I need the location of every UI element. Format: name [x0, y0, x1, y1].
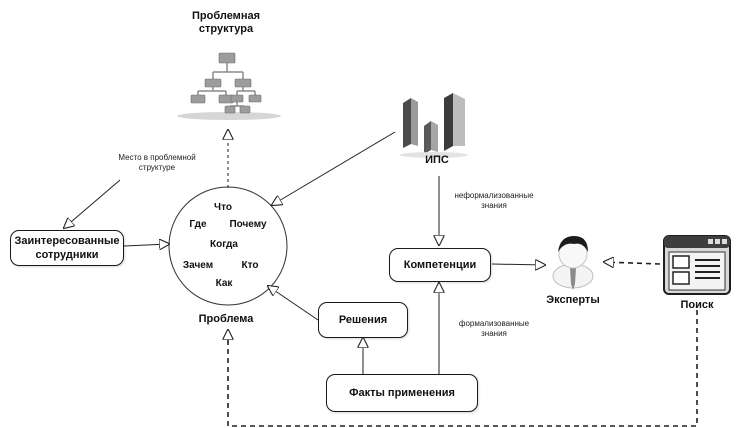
- solutions-to-circle-connector: [268, 286, 319, 321]
- question-what: Что: [214, 202, 232, 213]
- application-facts-box: Факты применения: [326, 374, 478, 412]
- informal-knowledge-label: неформализованные знания: [454, 191, 534, 210]
- question-where: Где: [189, 219, 207, 230]
- problem-structure-label: Проблемная структура: [192, 10, 260, 36]
- search-to-experts-connector: [604, 262, 661, 264]
- question-why: Почему: [229, 219, 267, 230]
- search-to-problem-connector: [228, 310, 698, 427]
- stakeholders-box: Заинтересованные сотрудники: [10, 230, 124, 266]
- place-in-structure-label: Место в проблемной структуре: [118, 153, 196, 172]
- problem-label: Проблема: [198, 313, 254, 325]
- question-how: Как: [215, 278, 233, 289]
- stakeholders-to-circle-connector: [123, 244, 169, 246]
- question-when: Когда: [210, 239, 238, 250]
- search-label: Поиск: [680, 299, 714, 311]
- competencies-box: Компетенции: [389, 248, 491, 282]
- solutions-box: Решения: [318, 302, 408, 338]
- ips-label: ИПС: [425, 154, 449, 166]
- question-who: Кто: [241, 260, 259, 271]
- place-to-stakeholders-connector: [64, 179, 121, 228]
- hierarchy-icon: [177, 52, 281, 120]
- formal-knowledge-label: формализованные знания: [458, 319, 530, 338]
- competencies-to-experts-connector: [491, 264, 545, 265]
- expert-avatar-icon: [552, 236, 594, 290]
- question-what-for: Зачем: [182, 260, 214, 271]
- database-icon: [400, 93, 468, 158]
- ips-to-circle-connector: [272, 131, 396, 205]
- search-window-icon: [663, 235, 731, 295]
- experts-label: Эксперты: [546, 294, 600, 306]
